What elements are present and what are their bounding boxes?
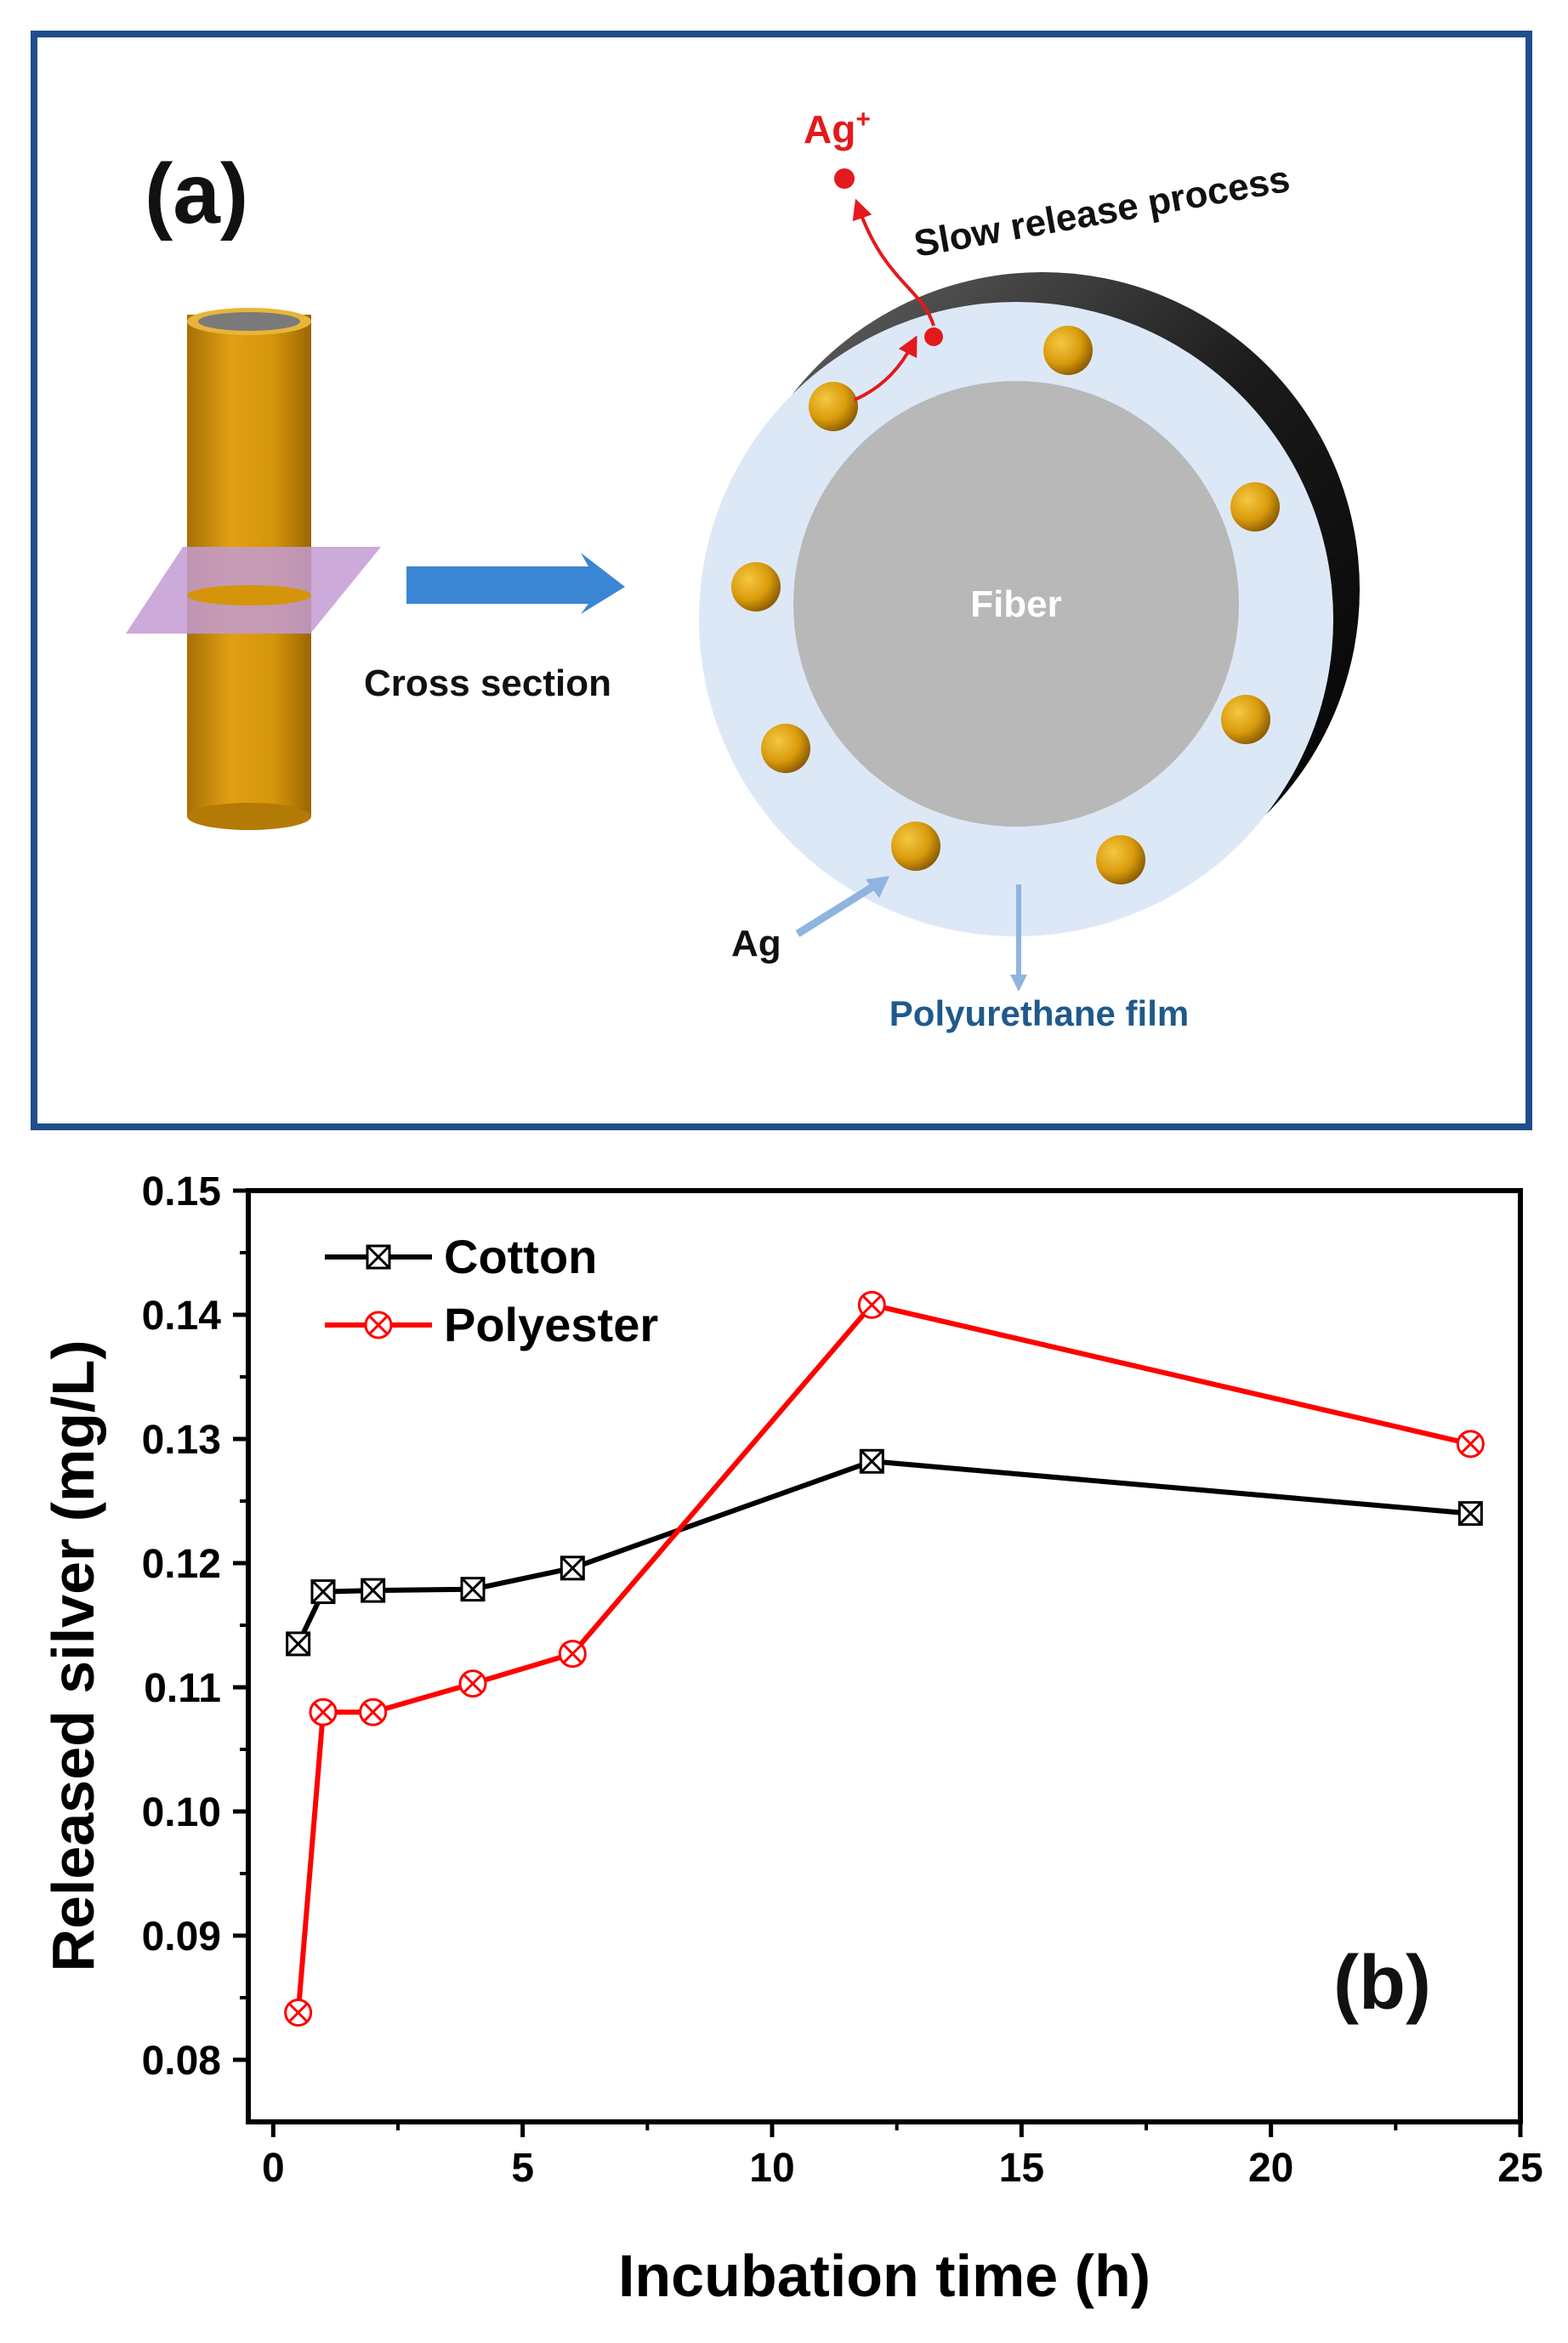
data-point-cotton [460,1577,486,1602]
fiber-rod [126,308,381,830]
legend-marker [364,1311,393,1339]
data-point-cotton [859,1448,884,1474]
ag-particle [1221,695,1270,744]
data-point-cotton [361,1578,386,1603]
legend-label: Cotton [444,1230,597,1283]
cross-section-label: Cross section [364,663,611,704]
x-tick-label: 5 [511,2146,534,2191]
ag-particle [891,822,940,871]
data-point-polyester [284,1999,313,2027]
legend-marker [366,1244,391,1270]
panel-a-label: (a) [145,146,248,242]
x-tick-label: 15 [999,2146,1044,2191]
ag-ion-dot-top [834,168,855,189]
x-tick-label: 20 [1248,2146,1293,2191]
y-axis-title: Released silver (mg/L) [40,1339,106,1971]
x-tick-label: 10 [749,2146,794,2191]
ag-pointer [795,879,882,937]
data-point-cotton [310,1579,336,1605]
film-label: Polyurethane film [889,993,1189,1033]
ag-particle [761,724,810,773]
x-axis: 0 5 10 15 20 25 [262,2122,1543,2191]
y-axis: 0.08 0.09 0.10 0.11 0.12 0.13 0.14 0.15 [142,1169,248,2084]
ag-particle [809,382,858,431]
data-point-polyester [309,1698,338,1726]
series-layer [284,1290,1485,2027]
data-point-polyester [458,1669,487,1698]
release-arrow-1 [854,335,918,401]
y-tick-label: 0.11 [144,1666,221,1711]
data-point-cotton [1457,1501,1483,1527]
series-line-cotton [295,1459,1471,1646]
y-tick-label: 0.15 [142,1169,221,1214]
data-point-cotton [286,1631,311,1657]
ag-particle [1043,326,1093,375]
x-axis-title: Incubation time (h) [618,2243,1150,2309]
fiber-core [793,381,1239,827]
panel-b-label: (b) [1333,1941,1431,2026]
data-point-polyester [359,1698,388,1726]
y-tick-label: 0.13 [142,1418,221,1463]
legend-label: Polyester [444,1298,658,1351]
data-point-polyester [558,1640,587,1669]
y-tick-label: 0.09 [142,1914,221,1959]
ag-ion-label: Ag+ [804,105,871,151]
fiber-label: Fiber [970,583,1062,625]
y-tick-label: 0.08 [142,2039,221,2084]
panel-a: (a) Cross section Fiber [31,31,1532,1130]
y-tick-label: 0.14 [142,1294,222,1339]
ag-particle [731,562,781,611]
y-tick-label: 0.10 [142,1790,221,1835]
silver-particles [731,326,1280,884]
data-point-polyester [1456,1430,1485,1459]
cross-section-arrow [406,553,625,614]
ag-ion-dot [924,327,943,346]
release-arrow-2 [852,198,935,327]
x-tick-label: 25 [1497,2146,1542,2191]
data-point-polyester [857,1290,886,1319]
x-tick-label: 0 [262,2146,285,2191]
ag-label: Ag [731,923,781,964]
ag-particle [1096,835,1145,884]
series-line-polyester [295,1302,1471,2013]
data-point-cotton [560,1555,585,1581]
plot-frame [246,1188,1523,2124]
y-tick-label: 0.12 [142,1542,221,1587]
ag-particle [1230,482,1280,532]
